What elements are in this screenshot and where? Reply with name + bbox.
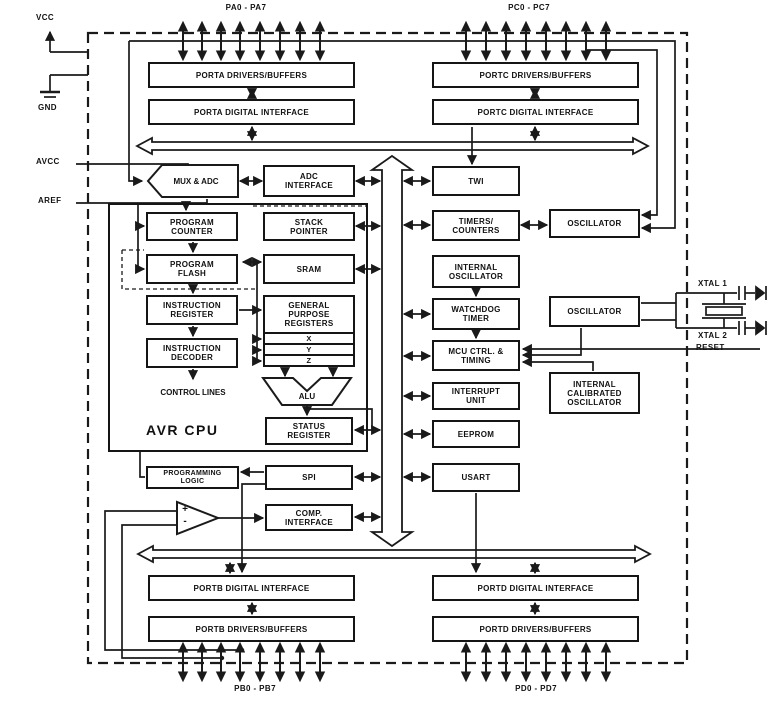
block-twi: TWI <box>432 166 520 196</box>
block-adc-interface: ADC INTERFACE <box>263 165 355 197</box>
vcc-label: VCC <box>36 13 55 22</box>
block-programming-logic: PROGRAMMING LOGIC <box>146 466 239 489</box>
block-oscillator-top: OSCILLATOR <box>549 209 640 238</box>
pin-label-pa: PA0 - PA7 <box>225 3 267 12</box>
block-eeprom: EEPROM <box>432 420 520 448</box>
block-instruction-decoder: INSTRUCTION DECODER <box>146 338 238 368</box>
cpu-internal-wires <box>135 127 478 478</box>
block-portd-drivers: PORTD DRIVERS/BUFFERS <box>432 616 639 642</box>
data-bus-vertical <box>369 154 415 548</box>
block-portb-digital-interface: PORTB DIGITAL INTERFACE <box>148 575 355 601</box>
reset-label: RESET <box>696 343 725 352</box>
gnd-wire <box>40 74 88 98</box>
mux-feed-wire <box>128 41 144 187</box>
block-internal-oscillator: INTERNAL OSCILLATOR <box>432 255 520 288</box>
block-mcu-ctrl-timing: MCU CTRL. & TIMING <box>432 340 520 371</box>
block-oscillator-xtal: OSCILLATOR <box>549 296 640 327</box>
block-interrupt-unit: INTERRUPT UNIT <box>432 382 520 410</box>
pin-label-pb: PB0 - PB7 <box>234 684 276 693</box>
chip-dashed-boundary <box>86 31 689 665</box>
block-portc-drivers: PORTC DRIVERS/BUFFERS <box>432 62 639 88</box>
comparator-plus-label: + <box>182 503 188 515</box>
block-internal-calibrated-oscillator: INTERNAL CALIBRATED OSCILLATOR <box>549 372 640 414</box>
gpr-title: GENERAL PURPOSE REGISTERS <box>284 301 334 328</box>
vcc-wire <box>44 30 88 53</box>
block-usart: USART <box>432 463 520 492</box>
tosc1-routing-wire <box>585 49 658 221</box>
block-sram: SRAM <box>263 254 355 284</box>
block-instruction-register: INSTRUCTION REGISTER <box>146 295 238 325</box>
bus-connectors <box>224 88 549 616</box>
block-porta-digital-interface: PORTA DIGITAL INTERFACE <box>148 99 355 125</box>
crystal-network <box>641 285 767 336</box>
mux-adc-shape <box>146 164 239 198</box>
block-portd-digital-interface: PORTD DIGITAL INTERFACE <box>432 575 639 601</box>
block-program-counter: PROGRAM COUNTER <box>146 212 238 241</box>
block-stack-pointer: STACK POINTER <box>263 212 355 241</box>
alu-label: ALU <box>298 391 316 401</box>
xtal2-label: XTAL 2 <box>698 331 728 340</box>
block-program-flash: PROGRAM FLASH <box>146 254 238 284</box>
gpr-register-y: Y <box>265 343 353 354</box>
avcc-label: AVCC <box>36 157 60 166</box>
comparator-minus-label: - <box>183 515 187 527</box>
block-general-purpose-registers: GENERAL PURPOSE REGISTERS X Y Z <box>263 295 355 367</box>
xtal1-label: XTAL 1 <box>698 279 728 288</box>
block-mux-adc-label: MUX & ADC <box>173 176 219 186</box>
gpr-register-z: Z <box>265 354 353 365</box>
analog-comparator-shape <box>176 500 221 536</box>
control-lines-label: CONTROL LINES <box>160 387 226 397</box>
tosc2-routing-wire <box>129 40 676 234</box>
pin-label-pd: PD0 - PD7 <box>515 684 557 693</box>
peripheral-wires <box>104 287 760 661</box>
gpr-register-x: X <box>265 332 353 343</box>
avr-cpu-label: AVR CPU <box>146 422 219 438</box>
block-spi: SPI <box>265 465 353 490</box>
alu-shape <box>261 377 353 406</box>
avr-cpu-enclosure <box>108 203 368 452</box>
crystal-icon <box>705 306 743 316</box>
block-status-register: STATUS REGISTER <box>265 417 353 445</box>
block-portc-digital-interface: PORTC DIGITAL INTERFACE <box>432 99 639 125</box>
gnd-label: GND <box>38 103 57 112</box>
block-portb-drivers: PORTB DRIVERS/BUFFERS <box>148 616 355 642</box>
data-bus-top <box>135 136 650 156</box>
pin-label-pc: PC0 - PC7 <box>508 3 550 12</box>
block-porta-drivers: PORTA DRIVERS/BUFFERS <box>148 62 355 88</box>
aref-label: AREF <box>38 196 62 205</box>
block-comp-interface: COMP. INTERFACE <box>265 504 353 531</box>
block-watchdog-timer: WATCHDOG TIMER <box>432 298 520 330</box>
data-bus-bottom <box>136 544 652 564</box>
block-timers-counters: TIMERS/ COUNTERS <box>432 210 520 241</box>
